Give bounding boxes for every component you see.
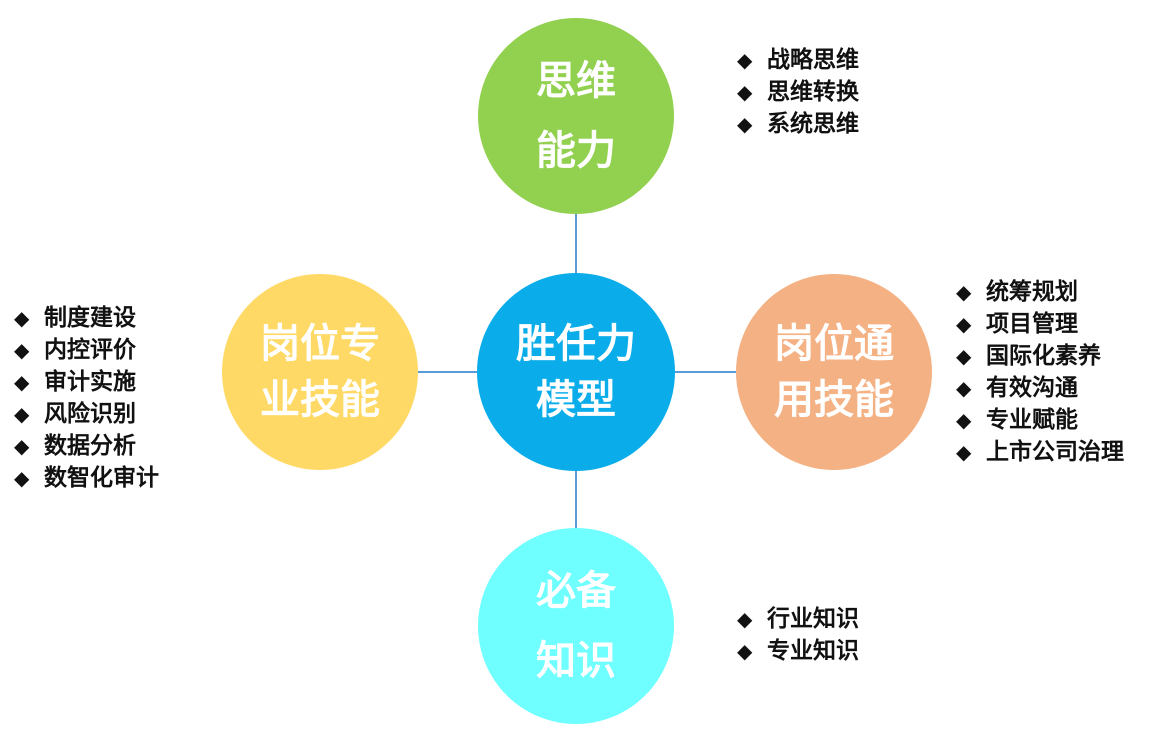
list-item: ◆ 战略思维 <box>737 44 859 76</box>
circle-label-line: 业技能 <box>260 377 380 423</box>
list-item: ◆ 数智化审计 <box>14 462 159 494</box>
thinking-ability-list: ◆ 战略思维 ◆ 思维转换 ◆ 系统思维 <box>737 44 859 140</box>
general-skills-list: ◆ 统筹规划 ◆ 项目管理 ◆ 国际化素养 ◆ 有效沟通 ◆ 专业赋能 ◆ 上市公司治理 <box>956 276 1124 468</box>
list-item: ◆ 思维转换 <box>737 76 859 108</box>
circle-label-line: 胜任力 <box>516 321 636 367</box>
circle-label-line: 知识 <box>536 638 616 684</box>
list-item: ◆ 项目管理 <box>956 308 1124 340</box>
list-item: ◆ 风险识别 <box>14 398 159 430</box>
diamond-bullet-icon: ◆ <box>737 607 753 631</box>
list-item-text: 项目管理 <box>986 311 1078 337</box>
list-item: ◆ 制度建设 <box>14 302 159 334</box>
list-item-text: 行业知识 <box>767 606 859 632</box>
diamond-bullet-icon: ◆ <box>14 306 30 330</box>
list-item: ◆ 内控评价 <box>14 334 159 366</box>
list-item-text: 数智化审计 <box>44 465 159 491</box>
list-item-text: 有效沟通 <box>986 375 1078 401</box>
competency-model-circle: 胜任力 模型 <box>477 273 675 471</box>
diamond-bullet-icon: ◆ <box>737 48 753 72</box>
diamond-bullet-icon: ◆ <box>956 440 972 464</box>
general-skills-circle: 岗位通 用技能 <box>736 274 932 470</box>
list-item: ◆ 国际化素养 <box>956 340 1124 372</box>
list-item-text: 专业知识 <box>767 638 859 664</box>
professional-skills-circle: 岗位专 业技能 <box>222 274 418 470</box>
list-item: ◆ 系统思维 <box>737 108 859 140</box>
diamond-bullet-icon: ◆ <box>14 434 30 458</box>
list-item-text: 思维转换 <box>767 79 859 105</box>
circle-label-line: 岗位通 <box>774 321 894 367</box>
circle-label-line: 岗位专 <box>260 321 380 367</box>
diamond-bullet-icon: ◆ <box>14 402 30 426</box>
circle-label-line: 必备 <box>536 568 616 614</box>
list-item: ◆ 专业赋能 <box>956 404 1124 436</box>
list-item: ◆ 有效沟通 <box>956 372 1124 404</box>
list-item: ◆ 统筹规划 <box>956 276 1124 308</box>
diamond-bullet-icon: ◆ <box>14 338 30 362</box>
circle-label-line: 思维 <box>536 58 616 104</box>
diamond-bullet-icon: ◆ <box>737 80 753 104</box>
diamond-bullet-icon: ◆ <box>956 312 972 336</box>
list-item-text: 专业赋能 <box>986 407 1078 433</box>
list-item-text: 数据分析 <box>44 433 136 459</box>
list-item-text: 审计实施 <box>44 369 136 395</box>
list-item: ◆ 数据分析 <box>14 430 159 462</box>
diamond-bullet-icon: ◆ <box>14 370 30 394</box>
diamond-bullet-icon: ◆ <box>956 408 972 432</box>
diamond-bullet-icon: ◆ <box>737 639 753 663</box>
thinking-ability-circle: 思维 能力 <box>478 18 674 214</box>
professional-skills-list: ◆ 制度建设 ◆ 内控评价 ◆ 审计实施 ◆ 风险识别 ◆ 数据分析 ◆ 数智化审计 <box>14 302 159 494</box>
diamond-bullet-icon: ◆ <box>956 344 972 368</box>
list-item-text: 制度建设 <box>44 305 136 331</box>
diamond-bullet-icon: ◆ <box>14 466 30 490</box>
list-item-text: 国际化素养 <box>986 343 1101 369</box>
diamond-bullet-icon: ◆ <box>737 112 753 136</box>
list-item-text: 内控评价 <box>44 337 136 363</box>
diamond-bullet-icon: ◆ <box>956 376 972 400</box>
circle-label-line: 用技能 <box>774 377 894 423</box>
diamond-bullet-icon: ◆ <box>956 280 972 304</box>
list-item-text: 统筹规划 <box>986 279 1078 305</box>
essential-knowledge-circle: 必备 知识 <box>478 528 674 724</box>
circle-label-line: 能力 <box>536 128 616 174</box>
circle-label-line: 模型 <box>536 377 616 423</box>
list-item-text: 系统思维 <box>767 111 859 137</box>
list-item-text: 上市公司治理 <box>986 439 1124 465</box>
list-item-text: 战略思维 <box>767 47 859 73</box>
list-item: ◆ 上市公司治理 <box>956 436 1124 468</box>
list-item-text: 风险识别 <box>44 401 136 427</box>
list-item: ◆ 行业知识 <box>737 603 859 635</box>
list-item: ◆ 审计实施 <box>14 366 159 398</box>
essential-knowledge-list: ◆ 行业知识 ◆ 专业知识 <box>737 603 859 667</box>
list-item: ◆ 专业知识 <box>737 635 859 667</box>
